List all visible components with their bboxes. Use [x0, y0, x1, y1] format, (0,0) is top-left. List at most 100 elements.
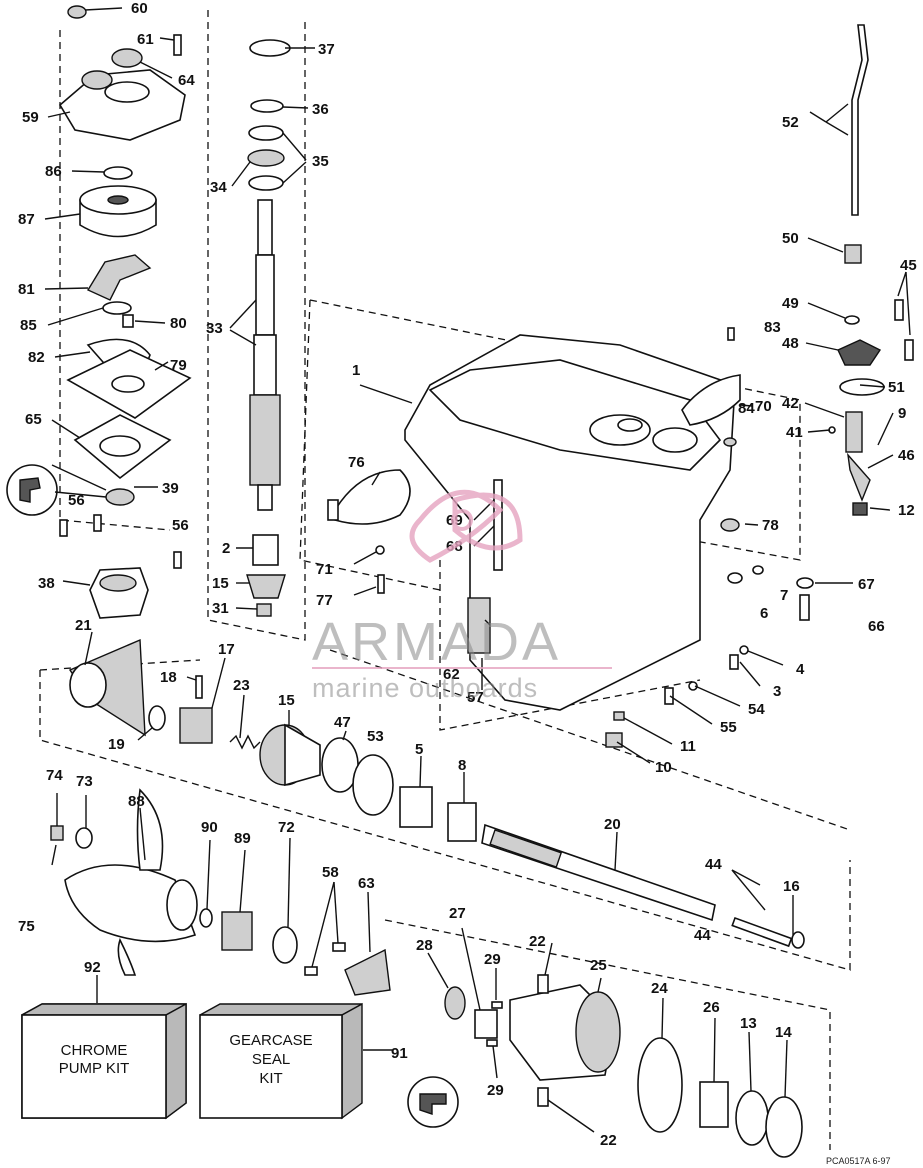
callout-22-lower: 22 — [600, 1132, 617, 1149]
callout-65: 65 — [25, 411, 42, 428]
callout-56-left: 56 — [68, 492, 85, 509]
callout-12: 12 — [898, 502, 915, 519]
callout-45: 45 — [900, 257, 917, 274]
callout-15-upper: 15 — [212, 575, 229, 592]
callout-31: 31 — [212, 600, 229, 617]
callout-5: 5 — [415, 741, 423, 758]
callout-72: 72 — [278, 819, 295, 836]
callout-58: 58 — [322, 864, 339, 881]
gearcase-body — [327, 334, 814, 748]
callout-27: 27 — [449, 905, 466, 922]
callout-80: 80 — [170, 315, 187, 332]
callout-87: 87 — [18, 211, 35, 228]
callout-64: 64 — [178, 72, 195, 89]
callout-81: 81 — [18, 281, 35, 298]
water-pump-stack — [6, 5, 192, 619]
callout-67: 67 — [858, 576, 875, 593]
callout-60: 60 — [131, 0, 148, 17]
armada-watermark: ARMADA marine outboards — [312, 489, 612, 703]
drawing-code: PCA0517A 6-97 — [826, 1156, 891, 1166]
callout-88: 88 — [128, 793, 145, 810]
callout-77: 77 — [316, 592, 333, 609]
watermark-tagline: marine outboards — [312, 673, 538, 703]
gearcase-seal-kit-box: GEARCASE SEAL KIT — [199, 1002, 363, 1120]
callout-42: 42 — [782, 395, 799, 412]
callout-10: 10 — [655, 759, 672, 776]
callout-44-lower: 44 — [694, 927, 711, 944]
callout-numbers: 60 61 64 59 86 87 81 85 80 82 79 65 39 5… — [18, 0, 917, 1149]
callout-16: 16 — [783, 878, 800, 895]
callout-57: 57 — [467, 689, 484, 706]
callout-62: 62 — [443, 666, 460, 683]
callout-35: 35 — [312, 153, 329, 170]
callout-11: 11 — [680, 738, 696, 755]
callout-25: 25 — [590, 957, 607, 974]
callout-4: 4 — [796, 661, 805, 678]
callout-53: 53 — [367, 728, 384, 745]
callout-24: 24 — [651, 980, 668, 997]
callout-47: 47 — [334, 714, 351, 731]
callout-78: 78 — [762, 517, 779, 534]
callout-52: 52 — [782, 114, 799, 131]
callout-21: 21 — [75, 617, 92, 634]
callout-76: 76 — [348, 454, 365, 471]
callout-19: 19 — [108, 736, 125, 753]
chrome-pump-kit-line-1: CHROME — [61, 1042, 128, 1059]
callout-92: 92 — [84, 959, 101, 976]
callout-54: 54 — [748, 701, 765, 718]
callout-18: 18 — [160, 669, 177, 686]
chrome-pump-kit-box: CHROME PUMP KIT — [21, 1002, 187, 1120]
callout-14: 14 — [775, 1024, 792, 1041]
shift-rod-assembly — [727, 24, 914, 516]
callout-90: 90 — [201, 819, 218, 836]
leader-lines — [44, 7, 911, 1133]
callout-15-lower: 15 — [278, 692, 295, 709]
callout-23: 23 — [233, 677, 250, 694]
callout-56-right: 56 — [172, 517, 189, 534]
callout-73: 73 — [76, 773, 93, 790]
callout-48: 48 — [782, 335, 799, 352]
callout-7: 7 — [780, 587, 788, 604]
gearcase-seal-kit-line-2: SEAL — [252, 1051, 290, 1068]
callout-41: 41 — [786, 424, 803, 441]
callout-1: 1 — [352, 362, 360, 379]
callout-8: 8 — [458, 757, 466, 774]
gearcase-seal-kit-line-1: GEARCASE — [229, 1032, 312, 1049]
callout-71: 71 — [316, 561, 333, 578]
callout-26: 26 — [703, 999, 720, 1016]
callout-33: 33 — [206, 320, 223, 337]
chrome-pump-kit-line-2: PUMP KIT — [59, 1060, 130, 1077]
callout-83: 83 — [764, 319, 781, 336]
callout-91: 91 — [391, 1045, 408, 1062]
callout-29-lower: 29 — [487, 1082, 504, 1099]
callout-38: 38 — [38, 575, 55, 592]
callout-17: 17 — [218, 641, 235, 658]
callout-70: 70 — [755, 398, 772, 415]
callout-34: 34 — [210, 179, 227, 196]
callout-44-upper: 44 — [705, 856, 722, 873]
callout-82: 82 — [28, 349, 45, 366]
callout-75: 75 — [18, 918, 35, 935]
callout-51: 51 — [888, 379, 905, 396]
callout-84: 84 — [738, 400, 755, 417]
callout-63: 63 — [358, 875, 375, 892]
callout-74: 74 — [46, 767, 63, 784]
drive-shaft-column — [246, 39, 291, 617]
callout-46: 46 — [898, 447, 915, 464]
callout-85: 85 — [20, 317, 37, 334]
assembly-outlines — [39, 10, 851, 1150]
callout-6: 6 — [760, 605, 768, 622]
callout-89: 89 — [234, 830, 251, 847]
gearcase-seal-kit-line-3: KIT — [259, 1070, 282, 1087]
callout-13: 13 — [740, 1015, 757, 1032]
watermark-brand: ARMADA — [312, 612, 561, 672]
gear-train — [68, 638, 805, 949]
callout-61: 61 — [137, 31, 154, 48]
callout-36: 36 — [312, 101, 329, 118]
callout-79: 79 — [170, 357, 187, 374]
callout-55: 55 — [720, 719, 737, 736]
callout-59: 59 — [22, 109, 39, 126]
callout-29-upper: 29 — [484, 951, 501, 968]
callout-49: 49 — [782, 295, 799, 312]
